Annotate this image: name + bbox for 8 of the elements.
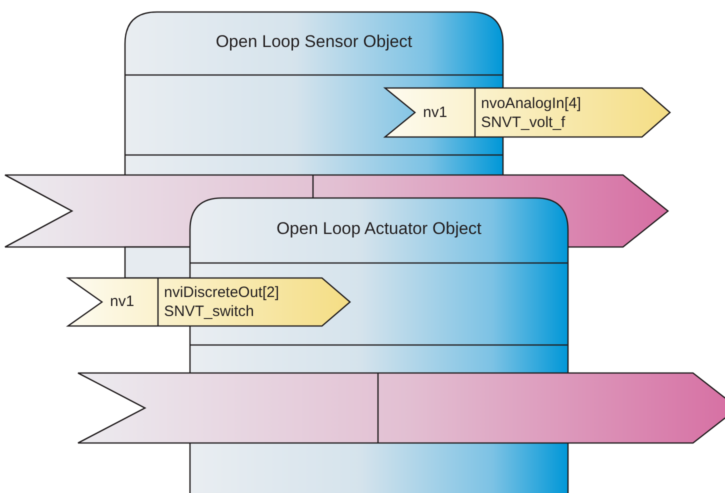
variable-name: nvoAnalogIn[4] SNVT_volt_f xyxy=(481,94,582,132)
object-title: Open Loop Actuator Object xyxy=(275,219,483,239)
variable-name: nviDiscreteOut[2] SNVT_switch xyxy=(164,283,280,321)
variable-index: nv1 xyxy=(110,292,134,311)
variable-index: nv1 xyxy=(423,102,448,122)
network-variable-tag xyxy=(68,278,350,326)
object-title: Open Loop Sensor Object xyxy=(214,32,414,52)
network-variable-tag xyxy=(385,88,670,137)
